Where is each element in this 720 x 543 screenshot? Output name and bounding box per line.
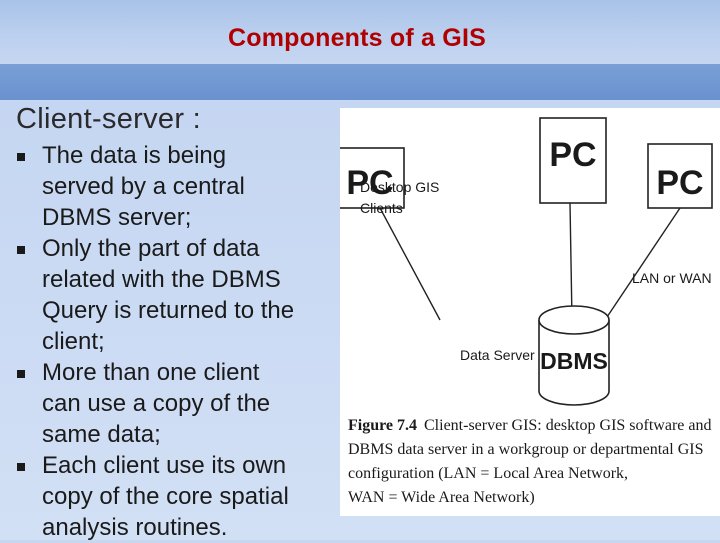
bullet-line: More than one client	[42, 359, 260, 386]
bullet-square-icon	[17, 370, 25, 378]
bullet-line: same data;	[42, 421, 161, 448]
bullet-line: analysis routines.	[42, 514, 228, 541]
section-heading: Client-server :	[16, 103, 201, 135]
header-band	[0, 64, 720, 100]
pc-label: PC	[549, 136, 596, 174]
bullet-line: Only the part of data	[42, 235, 260, 262]
clients-label-line: Clients	[360, 200, 403, 216]
caption-line: Client-server GIS: desktop GIS software …	[424, 417, 712, 434]
bullet-list: The data is being served by a central DB…	[0, 140, 340, 543]
caption-line: WAN = Wide Area Network)	[348, 489, 535, 506]
caption-number: Figure 7.4	[348, 417, 417, 434]
dbms-cylinder: DBMS	[538, 305, 610, 406]
clients-label-line: Desktop GIS	[360, 179, 439, 195]
bullet-line: client;	[42, 328, 105, 355]
bullet-square-icon	[17, 463, 25, 471]
pc-label: PC	[346, 164, 393, 202]
slide-title: Components of a GIS	[228, 24, 486, 52]
bullet-item: Only the part of data related with the D…	[0, 233, 340, 357]
connection-line	[604, 207, 681, 321]
bullet-square-icon	[17, 246, 25, 254]
caption-line: configuration (LAN = Local Area Network,	[348, 465, 628, 482]
title-bar: Components of a GIS	[0, 0, 720, 64]
pc-box-center: PC	[539, 117, 607, 204]
bullet-line: related with the DBMS	[42, 266, 281, 293]
pc-label: PC	[656, 164, 703, 202]
server-label: Data Server	[460, 347, 535, 363]
bullet-item: More than one client can use a copy of t…	[0, 357, 340, 450]
bullet-line: Query is returned to the	[42, 297, 295, 324]
bullet-item: Each client use its own copy of the core…	[0, 450, 340, 543]
bullet-line: served by a central	[42, 173, 245, 200]
bullet-line: DBMS server;	[42, 204, 192, 231]
connection-line	[569, 202, 573, 321]
bullet-square-icon	[17, 153, 25, 161]
dbms-label: DBMS	[540, 348, 608, 374]
bullet-item: The data is being served by a central DB…	[0, 140, 340, 233]
caption-line: DBMS data server in a workgroup or depar…	[348, 441, 703, 458]
bullet-line: Each client use its own	[42, 452, 287, 479]
client-server-figure: PC PC PC Desktop GIS Clients LAN or WAN …	[340, 108, 720, 516]
connection-line	[379, 207, 441, 321]
pc-box-left: PC	[340, 147, 405, 209]
bullet-line: copy of the core spatial	[42, 483, 289, 510]
network-label: LAN or WAN	[632, 270, 712, 286]
pc-box-right: PC	[647, 143, 713, 209]
bullet-line: The data is being	[42, 142, 227, 169]
bullet-line: can use a copy of the	[42, 390, 271, 417]
